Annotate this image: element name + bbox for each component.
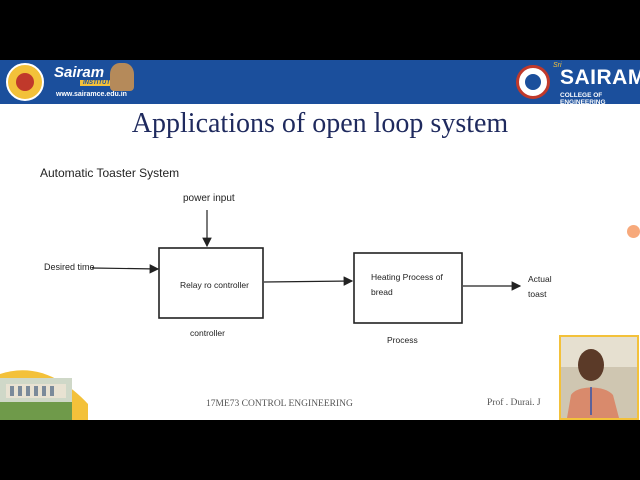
institution-seal-logo: [6, 63, 44, 101]
power-input-label: power input: [183, 193, 235, 204]
right-brand-prefix: Sri: [553, 62, 562, 69]
output-label-line2: toast: [528, 289, 547, 299]
college-seal-logo: [516, 65, 550, 99]
slide-header-bar: Sairam INSTITUTIONS www.sairamce.edu.in …: [0, 60, 640, 106]
process-block-label-line2: bread: [371, 287, 393, 297]
process-caption: Process: [387, 335, 418, 345]
diagram-title: Automatic Toaster System: [40, 166, 180, 180]
block-diagram: Desired time power input Relay ro contro…: [44, 193, 552, 345]
controller-caption: controller: [190, 328, 225, 338]
controller-to-process-arrow: [263, 276, 354, 286]
controller-block: [158, 247, 264, 319]
presenter-webcam-overlay: [559, 335, 639, 420]
founder-portrait-image: [110, 63, 134, 91]
left-brand-url: www.sairamce.edu.in: [56, 91, 127, 98]
output-label-line1: Actual: [528, 274, 552, 284]
left-brand-subtitle: INSTITUTIONS: [80, 80, 128, 86]
process-block: [353, 252, 463, 324]
slide-title: Applications of open loop system: [131, 108, 509, 139]
input-label: Desired time: [44, 262, 95, 272]
campus-building-image: [0, 364, 88, 420]
footer-professor-name: Prof . Durai. J: [487, 398, 541, 408]
left-brand-name: Sairam: [54, 64, 105, 81]
pointer-indicator-icon: [627, 225, 640, 238]
process-block-label-line1: Heating Process of: [371, 272, 443, 282]
presentation-slide: Sairam INSTITUTIONS www.sairamce.edu.in …: [0, 60, 640, 420]
right-brand-name: SAIRAM: [560, 66, 640, 89]
controller-block-label: Relay ro controller: [180, 280, 249, 290]
footer-course-code: 17ME73 CONTROL ENGINEERING: [206, 399, 353, 409]
right-brand-subtitle: COLLEGE OF ENGINEERING: [560, 92, 606, 106]
input-arrow: [91, 264, 160, 274]
